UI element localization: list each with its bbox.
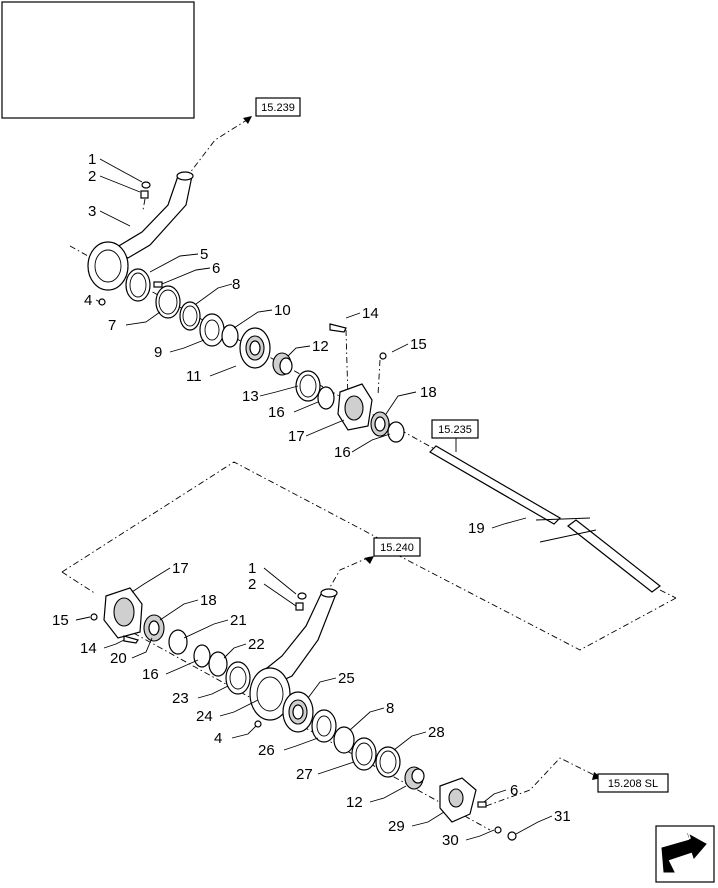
flange-9 [199,313,225,347]
callout-2-lower: 2 [248,576,256,593]
bolt-14-lower [123,635,139,644]
callout-4-upper: 4 [84,292,92,309]
seal-23 [225,661,251,695]
ref-15235: 15.235 [438,424,472,436]
bolt-14-upper [329,323,349,401]
callout-28: 28 [428,724,445,741]
seal-7 [155,285,181,319]
nut-15-lower [90,613,98,621]
pin-upper [153,281,163,288]
callout-4-lower: 4 [214,730,222,747]
ring-21 [168,629,188,655]
callout-31: 31 [554,808,571,825]
crank-29 [439,777,477,823]
callout-1-upper: 1 [88,151,96,168]
grease-nipple-lower [254,720,262,728]
callout-17-lower: 17 [172,560,189,577]
shaft-19 [429,445,677,599]
title-block [1,1,195,119]
ring-16-upper [317,386,335,410]
callout-8-lower: 8 [386,700,394,717]
callout-30: 30 [442,832,459,849]
callout-18-upper: 18 [420,384,437,401]
ring-5 [125,268,151,302]
callout-18-lower: 18 [200,592,217,609]
bolt-upper [140,181,151,211]
ring-16-upper-b [387,421,405,443]
callout-8-upper: 8 [232,276,240,293]
seal-27 [351,737,377,771]
ref-box-15235[interactable] [431,419,479,439]
callout-5: 5 [200,246,208,263]
callout-3: 3 [88,203,96,220]
ring-28 [375,746,401,778]
bearing-11 [239,327,271,369]
callout-19: 19 [468,520,485,537]
next-page-arrow-icon[interactable] [655,825,715,883]
callout-1-lower: 1 [248,560,256,577]
callout-16-upper-b: 16 [334,444,351,461]
callout-6-lower: 6 [510,782,518,799]
bearing-18-upper [370,411,390,437]
arm-upper [87,171,194,291]
callout-10: 10 [274,302,291,319]
callout-15-lower: 15 [52,612,69,629]
callout-14-lower: 14 [80,640,97,657]
nut-31 [507,831,517,841]
callout-26: 26 [258,742,275,759]
ref-15239: 15.239 [261,102,295,114]
ref-box-15208sl[interactable] [597,773,669,793]
callout-25: 25 [338,670,355,687]
ref-box-15239[interactable] [255,97,301,117]
callout-15-upper: 15 [410,336,427,353]
housing-17-lower [103,587,143,639]
seal-13 [295,370,321,402]
ring-22 [208,651,228,677]
callout-13: 13 [242,388,259,405]
ring-10 [221,324,239,348]
callout-27: 27 [296,766,313,783]
flange-26 [311,709,337,743]
callout-9: 9 [154,344,162,361]
callout-23: 23 [172,690,189,707]
bearing-25 [282,691,314,733]
pin-lower [477,801,487,808]
bearing-18-lower [143,614,165,642]
ring-8-lower [333,726,355,754]
callout-7: 7 [108,317,116,334]
callout-14-upper: 14 [362,305,379,322]
callout-21: 21 [230,612,247,629]
collar-12-lower [404,766,425,790]
bolt-lower [295,592,307,611]
callout-numbers: 1 2 3 5 6 8 4 10 7 14 12 15 9 11 18 13 1… [52,151,571,849]
ref-15208sl: 15.208 SL [608,778,658,790]
leader-lines [75,158,553,841]
washer-30 [494,826,502,834]
callout-12-upper: 12 [312,338,329,355]
callout-20: 20 [110,650,127,667]
ref-box-15240[interactable] [373,537,421,557]
ring-16-lower [193,644,211,668]
ring-8-upper [179,301,201,331]
collar-12-upper [272,352,293,376]
callout-17-upper: 17 [288,428,305,445]
callout-22: 22 [248,636,265,653]
callout-16-lower: 16 [142,666,159,683]
callout-2-upper: 2 [88,168,96,185]
callout-6-upper: 6 [212,260,220,277]
arm-lower [249,588,338,721]
housing-17-upper [337,383,373,431]
callout-11: 11 [186,368,202,385]
callout-29: 29 [388,818,405,835]
callout-24: 24 [196,708,213,725]
ref-15240: 15.240 [380,542,414,554]
callout-12-lower: 12 [346,794,363,811]
callout-16-upper: 16 [268,404,285,421]
nut-15-upper [377,352,387,396]
